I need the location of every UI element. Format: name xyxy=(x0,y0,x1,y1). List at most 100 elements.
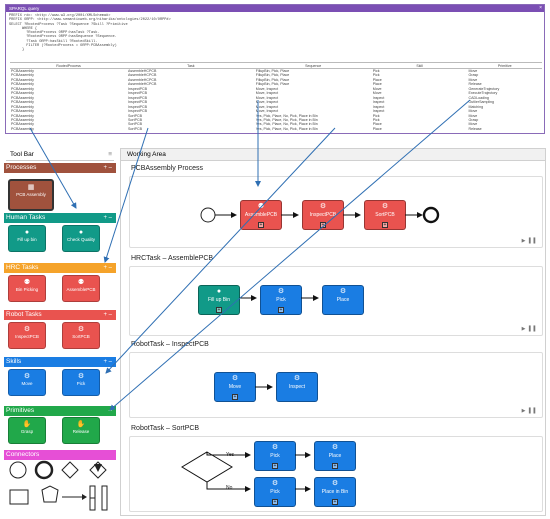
tool-release[interactable]: ✋Release xyxy=(62,417,100,444)
query-text[interactable]: PREFIX rdc: <http://www.w3.org/2001/XMLS… xyxy=(6,12,544,55)
person-robot-icon: ⚉ xyxy=(257,203,265,210)
person-icon: ● xyxy=(78,229,84,236)
task-inspect[interactable]: ⚙Inspect xyxy=(276,372,318,402)
expand-collapse-controls[interactable]: – xyxy=(108,408,112,414)
gateway-shape[interactable] xyxy=(61,461,79,479)
subprocess-marker-icon: + xyxy=(332,499,338,505)
tool-inspectpcb[interactable]: ⚙InspectPCB xyxy=(8,322,46,349)
task-place[interactable]: ⚙Place xyxy=(322,285,364,315)
task-label: Place xyxy=(336,297,350,303)
task-label: Pick xyxy=(270,489,280,495)
toolbar-section-connectors[interactable]: Connectors xyxy=(4,450,116,460)
pentagon-shape[interactable] xyxy=(41,485,59,503)
toolbar-title: Tool Bar ≡ xyxy=(6,148,114,161)
tool-pcb-assembly[interactable]: ▦PCB Assembly xyxy=(8,179,54,211)
play-pause-controls[interactable]: ▶ ▌▌ xyxy=(521,238,538,244)
hamburger-icon[interactable]: ≡ xyxy=(108,151,112,158)
arrowhead-shape xyxy=(82,494,87,500)
column-header[interactable]: Skill xyxy=(371,62,468,69)
column-header[interactable]: Primitive xyxy=(467,62,542,69)
column-header[interactable]: Task xyxy=(127,62,255,69)
task-label: Pick xyxy=(270,453,280,459)
task-pick[interactable]: ⚙Pick+ xyxy=(254,441,296,471)
expand-collapse-controls[interactable]: + – xyxy=(103,165,112,171)
play-pause-controls[interactable]: ▶ ▌▌ xyxy=(521,326,538,332)
tool-check-quality[interactable]: ●Check Quality xyxy=(62,225,100,252)
tool-label: PCB Assembly xyxy=(16,192,46,197)
table-cell: AssembleHCPCB xyxy=(128,77,157,82)
tool-sortpcb[interactable]: ⚙SortPCB xyxy=(62,322,100,349)
table-cell: Pick xyxy=(372,69,380,73)
end-event-shape[interactable] xyxy=(34,460,54,480)
task-label: AssemblePCB xyxy=(244,212,278,218)
robot-arm-icon: ⚙ xyxy=(381,203,389,210)
expand-collapse-controls[interactable]: + – xyxy=(103,359,112,365)
diagram-pcbassembly[interactable]: ⚉AssemblePCB+ ⚙InspectPCB+ ⚙SortPCB+ ▶ ▌… xyxy=(129,176,543,248)
tool-bin-picking[interactable]: ⚉Bin Picking xyxy=(8,275,46,302)
task-fill-up-bin[interactable]: ●Fill up Bin+ xyxy=(198,285,240,315)
play-pause-controls[interactable]: ▶ ▌▌ xyxy=(521,408,538,414)
start-event-shape[interactable] xyxy=(9,461,27,479)
task-pick[interactable]: ⚙Pick+ xyxy=(260,285,302,315)
toolbar-section-primitives[interactable]: Primitives– xyxy=(4,406,116,416)
query-line: SELECT ?RootedProcess ?Task ?Sequence ?S… xyxy=(9,22,128,27)
process-icon: ▦ xyxy=(27,184,35,191)
person-icon: ● xyxy=(24,229,30,236)
tool-pick[interactable]: ⚙Pick xyxy=(62,369,100,396)
query-line: ?Task ORPP:hasSkill ?RootedSkill. xyxy=(9,39,98,44)
task-place[interactable]: ⚙Place+ xyxy=(314,441,356,471)
vertical-bar-shape[interactable] xyxy=(101,485,108,511)
tool-grasp[interactable]: ✋Grasp xyxy=(8,417,46,444)
skill-icon: ⚙ xyxy=(271,480,279,487)
task-place-in-bin[interactable]: ⚙Place in Bin+ xyxy=(314,477,356,507)
column-header[interactable]: RootedProcess xyxy=(10,62,128,69)
toolbar-section-hrc-tasks[interactable]: HRC Tasks+ – xyxy=(4,263,116,273)
tool-move[interactable]: ⚙Move xyxy=(8,369,46,396)
diagram-sortpcb[interactable]: Quality met ? Yes No ⚙Pick+ ⚙Place+ ⚙Pic… xyxy=(129,436,543,512)
robot-arm-icon: ⚙ xyxy=(23,326,31,333)
task-sortpcb[interactable]: ⚙SortPCB+ xyxy=(364,200,406,230)
task-move[interactable]: ⚙Move+ xyxy=(214,372,256,402)
skill-icon: ⚙ xyxy=(23,373,31,380)
section-label: Processes xyxy=(6,164,37,171)
table-cell: Move, Inspect xyxy=(255,91,279,96)
diagram-inspectpcb[interactable]: ⚙Move+ ⚙Inspect ▶ ▌▌ xyxy=(129,352,543,418)
task-pick[interactable]: ⚙Pick+ xyxy=(254,477,296,507)
expand-collapse-controls[interactable]: + – xyxy=(103,265,112,271)
tool-fill-up-bin[interactable]: ●Fill up bin xyxy=(8,225,46,252)
diagram-title: PCBAssembly Process xyxy=(131,165,203,172)
task-inspectpcb[interactable]: ⚙InspectPCB+ xyxy=(302,200,344,230)
section-label: Connectors xyxy=(6,451,40,458)
tool-assemblepcb[interactable]: ⚉AssemblePCB xyxy=(62,275,100,302)
toolbar-section-skills[interactable]: Skills+ – xyxy=(4,357,116,367)
toolbar-section-human-tasks[interactable]: Human Tasks+ – xyxy=(4,213,116,223)
task-shape[interactable] xyxy=(9,489,29,505)
expand-collapse-controls[interactable]: + – xyxy=(103,215,112,221)
table-cell: Move xyxy=(372,86,382,91)
table-cell: FillupBin, Pick, Place xyxy=(255,69,290,73)
task-assemblepcb[interactable]: ⚉AssemblePCB+ xyxy=(240,200,282,230)
sparql-title-bar: SPARQL query × xyxy=(6,5,544,12)
person-robot-icon: ⚉ xyxy=(23,279,31,286)
toolbar-section-robot-tasks[interactable]: Robot Tasks+ – xyxy=(4,310,116,320)
close-icon[interactable]: × xyxy=(539,5,542,11)
table-cell: Place xyxy=(372,82,382,87)
tool-label: Grasp xyxy=(20,429,34,434)
column-header[interactable]: Sequence xyxy=(254,62,372,69)
expand-collapse-controls[interactable]: + – xyxy=(103,312,112,318)
skill-icon: ⚙ xyxy=(231,375,239,382)
toolbar-section-processes[interactable]: Processes + – xyxy=(4,163,116,173)
diagram-assemblepcb[interactable]: ●Fill up Bin+ ⚙Pick+ ⚙Place ▶ ▌▌ xyxy=(129,266,543,336)
hand-icon: ✋ xyxy=(22,421,32,428)
table-cell: CADLoading xyxy=(468,95,489,100)
